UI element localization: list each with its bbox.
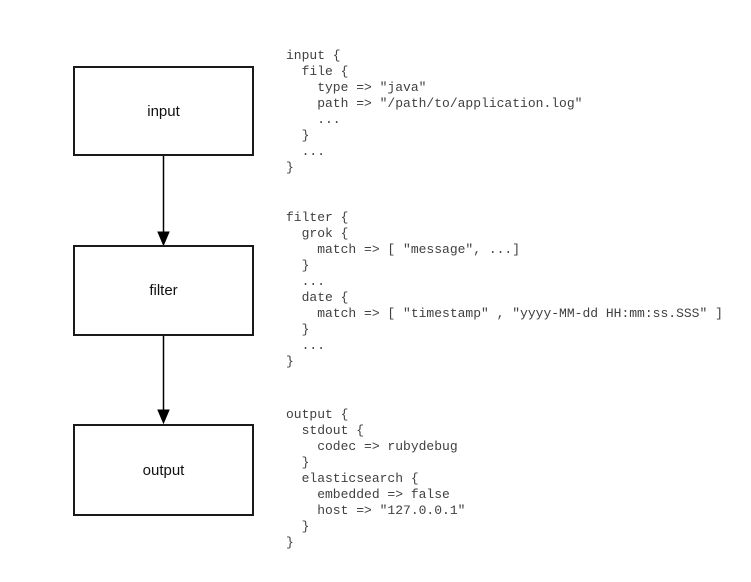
arrowhead-icon	[157, 409, 170, 424]
code-block-input-config: input { file { type => "java" path => "/…	[286, 48, 583, 175]
arrowhead-icon	[157, 231, 170, 246]
arrow-input-to-filter	[157, 156, 170, 246]
node-output[interactable]: output	[73, 424, 254, 516]
node-input-label: input	[147, 102, 180, 120]
arrow-filter-to-output	[157, 336, 170, 424]
node-filter-label: filter	[149, 282, 178, 299]
node-output-label: output	[142, 461, 185, 479]
node-input[interactable]: input	[73, 66, 254, 156]
code-block-filter-config: filter { grok { match => [ "message", ..…	[286, 210, 723, 369]
code-block-output-config: output { stdout { codec => rubydebug } e…	[286, 407, 466, 550]
node-filter[interactable]: filter	[73, 245, 254, 336]
